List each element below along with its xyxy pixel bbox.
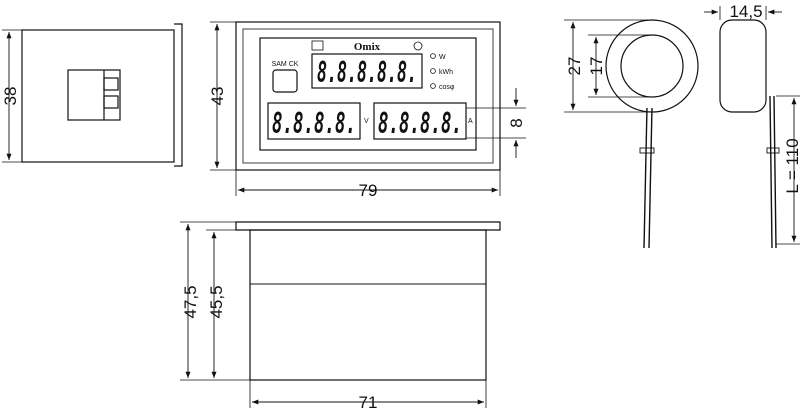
dim-ring-outer: 27 — [565, 57, 584, 76]
terminal-screw-bottom — [103, 95, 119, 109]
dim-front-width: 79 — [359, 181, 378, 200]
indicator-label-w: W — [439, 54, 446, 61]
front-view — [210, 21, 526, 196]
brand-logo: Omix — [354, 41, 381, 53]
led-cos-icon — [430, 83, 436, 89]
terminal-screw-top — [103, 77, 119, 91]
front-bezel — [235, 21, 501, 171]
dim-display-height: 8 — [507, 118, 526, 127]
front-bezel-inner — [242, 28, 494, 164]
dim-ring-thickness: 14,5 — [729, 2, 762, 21]
indicator-label-cos: cosφ — [439, 84, 455, 91]
ct-side-lead-b — [773, 95, 777, 249]
dim-ring-inner: 17 — [587, 57, 606, 76]
led-kwh-icon — [430, 68, 436, 74]
right-display-frame — [373, 102, 467, 140]
current-unit: A — [468, 118, 473, 125]
led-w-icon — [430, 53, 436, 59]
dim-bottom-total-height: 47,5 — [181, 285, 200, 318]
top-display-frame — [311, 53, 423, 89]
ct-lead-wire-b — [648, 107, 653, 249]
right-display-digits: 8.8.8.8. — [378, 107, 462, 140]
dim-lead-length: L = 110 — [783, 138, 800, 193]
ct-side-lead-a — [769, 95, 773, 249]
battery-icon — [311, 40, 324, 51]
indicator-label-kwh: kWh — [439, 69, 453, 76]
ct-ring-outer — [605, 19, 699, 113]
current-transformer-front — [564, 19, 699, 249]
left-display-digits: 8.8.8.8. — [272, 107, 356, 140]
terminal-block — [67, 69, 121, 121]
left-display-frame — [267, 102, 361, 140]
button-label: SAM CK — [272, 61, 299, 68]
top-display-digits: 8.8.8.8.8. — [317, 56, 417, 89]
dim-bottom-body-height: 45,5 — [207, 285, 226, 318]
front-window — [259, 37, 477, 151]
dim-front-height: 43 — [208, 87, 227, 106]
ct-side-body — [719, 19, 767, 113]
ct-lead-wire-a — [643, 107, 648, 249]
bottom-view-flange — [235, 221, 501, 231]
ct-ring-inner — [620, 34, 684, 98]
bottom-view-body — [249, 229, 487, 381]
sam-ck-button[interactable] — [272, 69, 298, 93]
side-view-flange — [174, 23, 183, 167]
side-view-body — [21, 29, 175, 163]
voltage-unit: V — [364, 118, 369, 125]
current-transformer-side — [704, 6, 800, 249]
dim-bottom-width: 71 — [359, 393, 378, 411]
bottom-view — [180, 221, 501, 408]
sensor-icon — [413, 41, 423, 51]
dim-side-height: 38 — [1, 87, 20, 106]
side-view — [2, 23, 183, 167]
